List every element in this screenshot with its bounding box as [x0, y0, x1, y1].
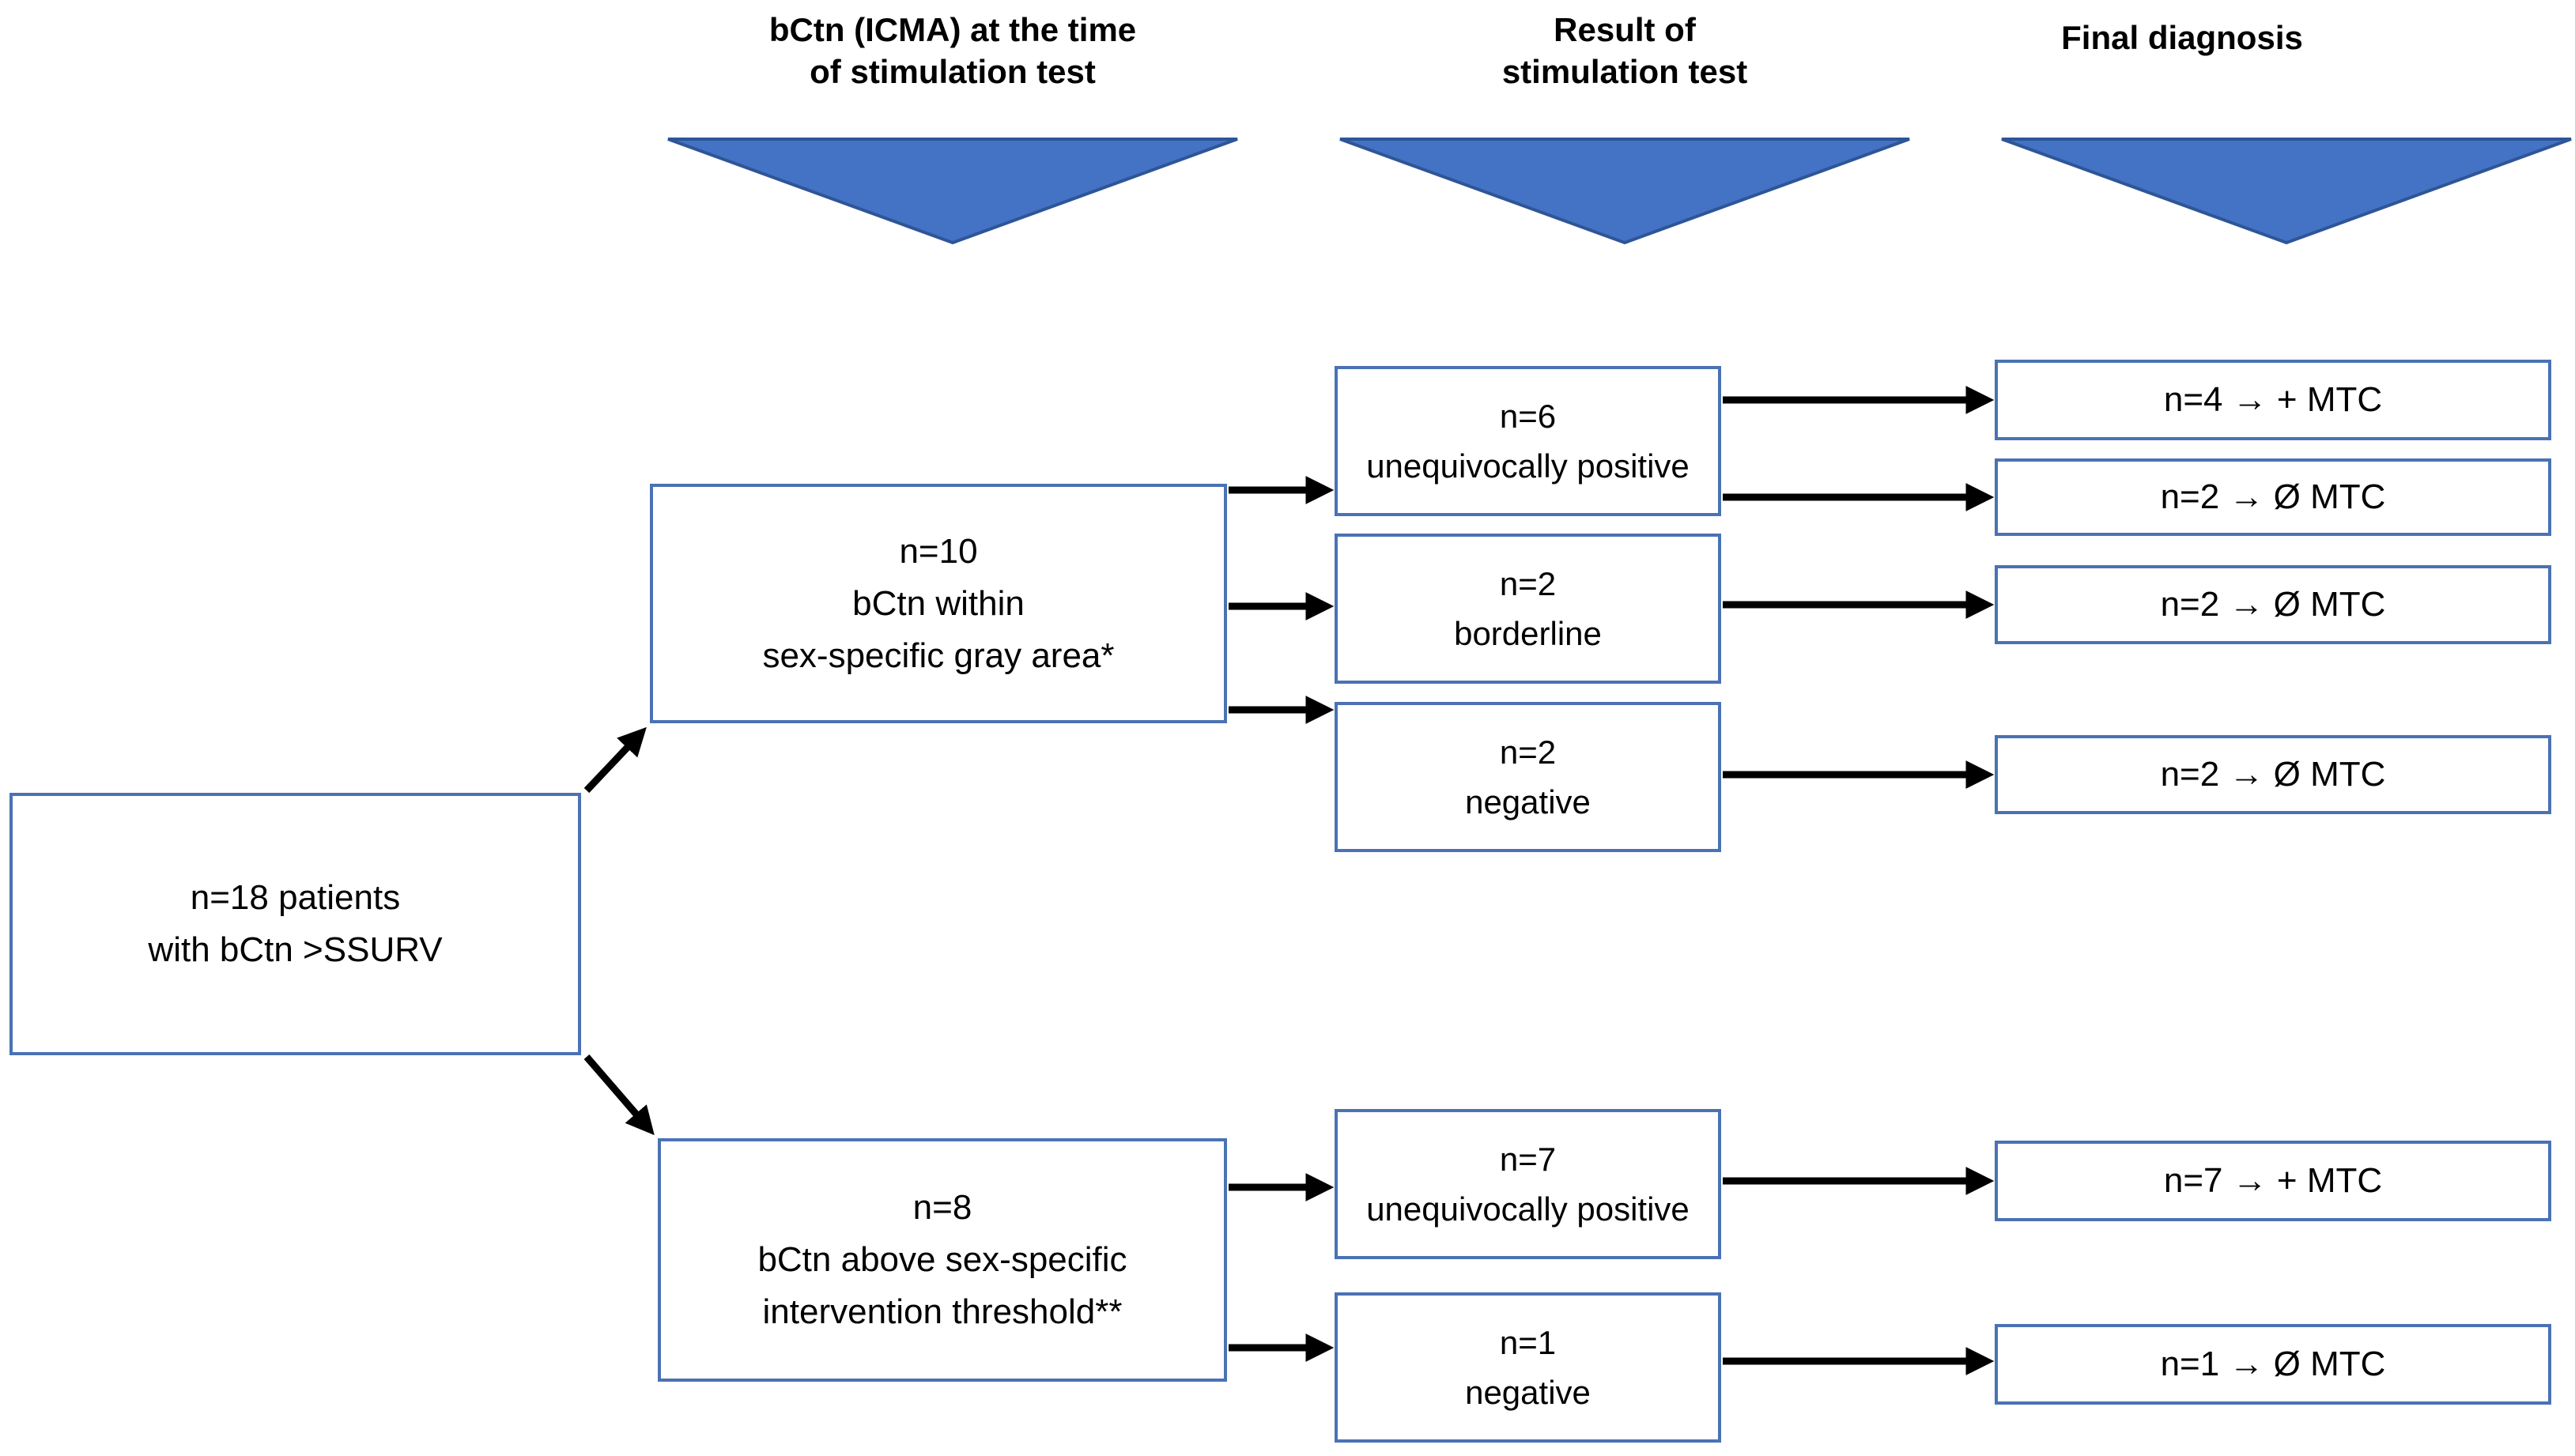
node-final-above-negative-no-mtc: n=1 → Ø MTC: [1995, 1324, 2551, 1405]
column-header-result-of-stimulation: Result of stimulation test: [1501, 11, 1748, 90]
node-result-above-negative: n=1 negative: [1335, 1292, 1721, 1443]
node-result-gray-unequivocally-positive: n=6 unequivocally positive: [1335, 366, 1721, 516]
down-triangle-icon-column-3: [2001, 138, 2572, 245]
column-header-bctn-at-stimulation: bCtn (ICMA) at the time of stimulation t…: [768, 11, 1137, 90]
node-bctn-gray-area: n=10 bCtn within sex-specific gray area*: [650, 484, 1227, 723]
node-bctn-above-threshold: n=8 bCtn above sex-specific intervention…: [658, 1138, 1227, 1382]
node-final-above-positive-mtc: n=7 → + MTC: [1995, 1141, 2551, 1221]
arrow-root-to-gray-area: [583, 726, 647, 794]
node-patients-root: n=18 patients with bCtn >SSURV: [9, 793, 581, 1055]
column-header-final-diagnosis: Final diagnosis: [2061, 19, 2303, 56]
arrow-root-to-above-threshold: [583, 1054, 655, 1136]
down-triangle-icon-column-2: [1339, 138, 1910, 245]
node-final-gray-positive-no-mtc: n=2 → Ø MTC: [1995, 458, 2551, 536]
node-result-above-unequivocally-positive: n=7 unequivocally positive: [1335, 1109, 1721, 1259]
node-final-gray-negative-no-mtc: n=2 → Ø MTC: [1995, 735, 2551, 814]
down-triangle-icon-column-1: [667, 138, 1238, 245]
node-final-gray-borderline-no-mtc: n=2 → Ø MTC: [1995, 565, 2551, 644]
node-final-gray-positive-mtc: n=4 → + MTC: [1995, 360, 2551, 440]
node-result-gray-borderline: n=2 borderline: [1335, 534, 1721, 684]
node-result-gray-negative: n=2 negative: [1335, 702, 1721, 852]
